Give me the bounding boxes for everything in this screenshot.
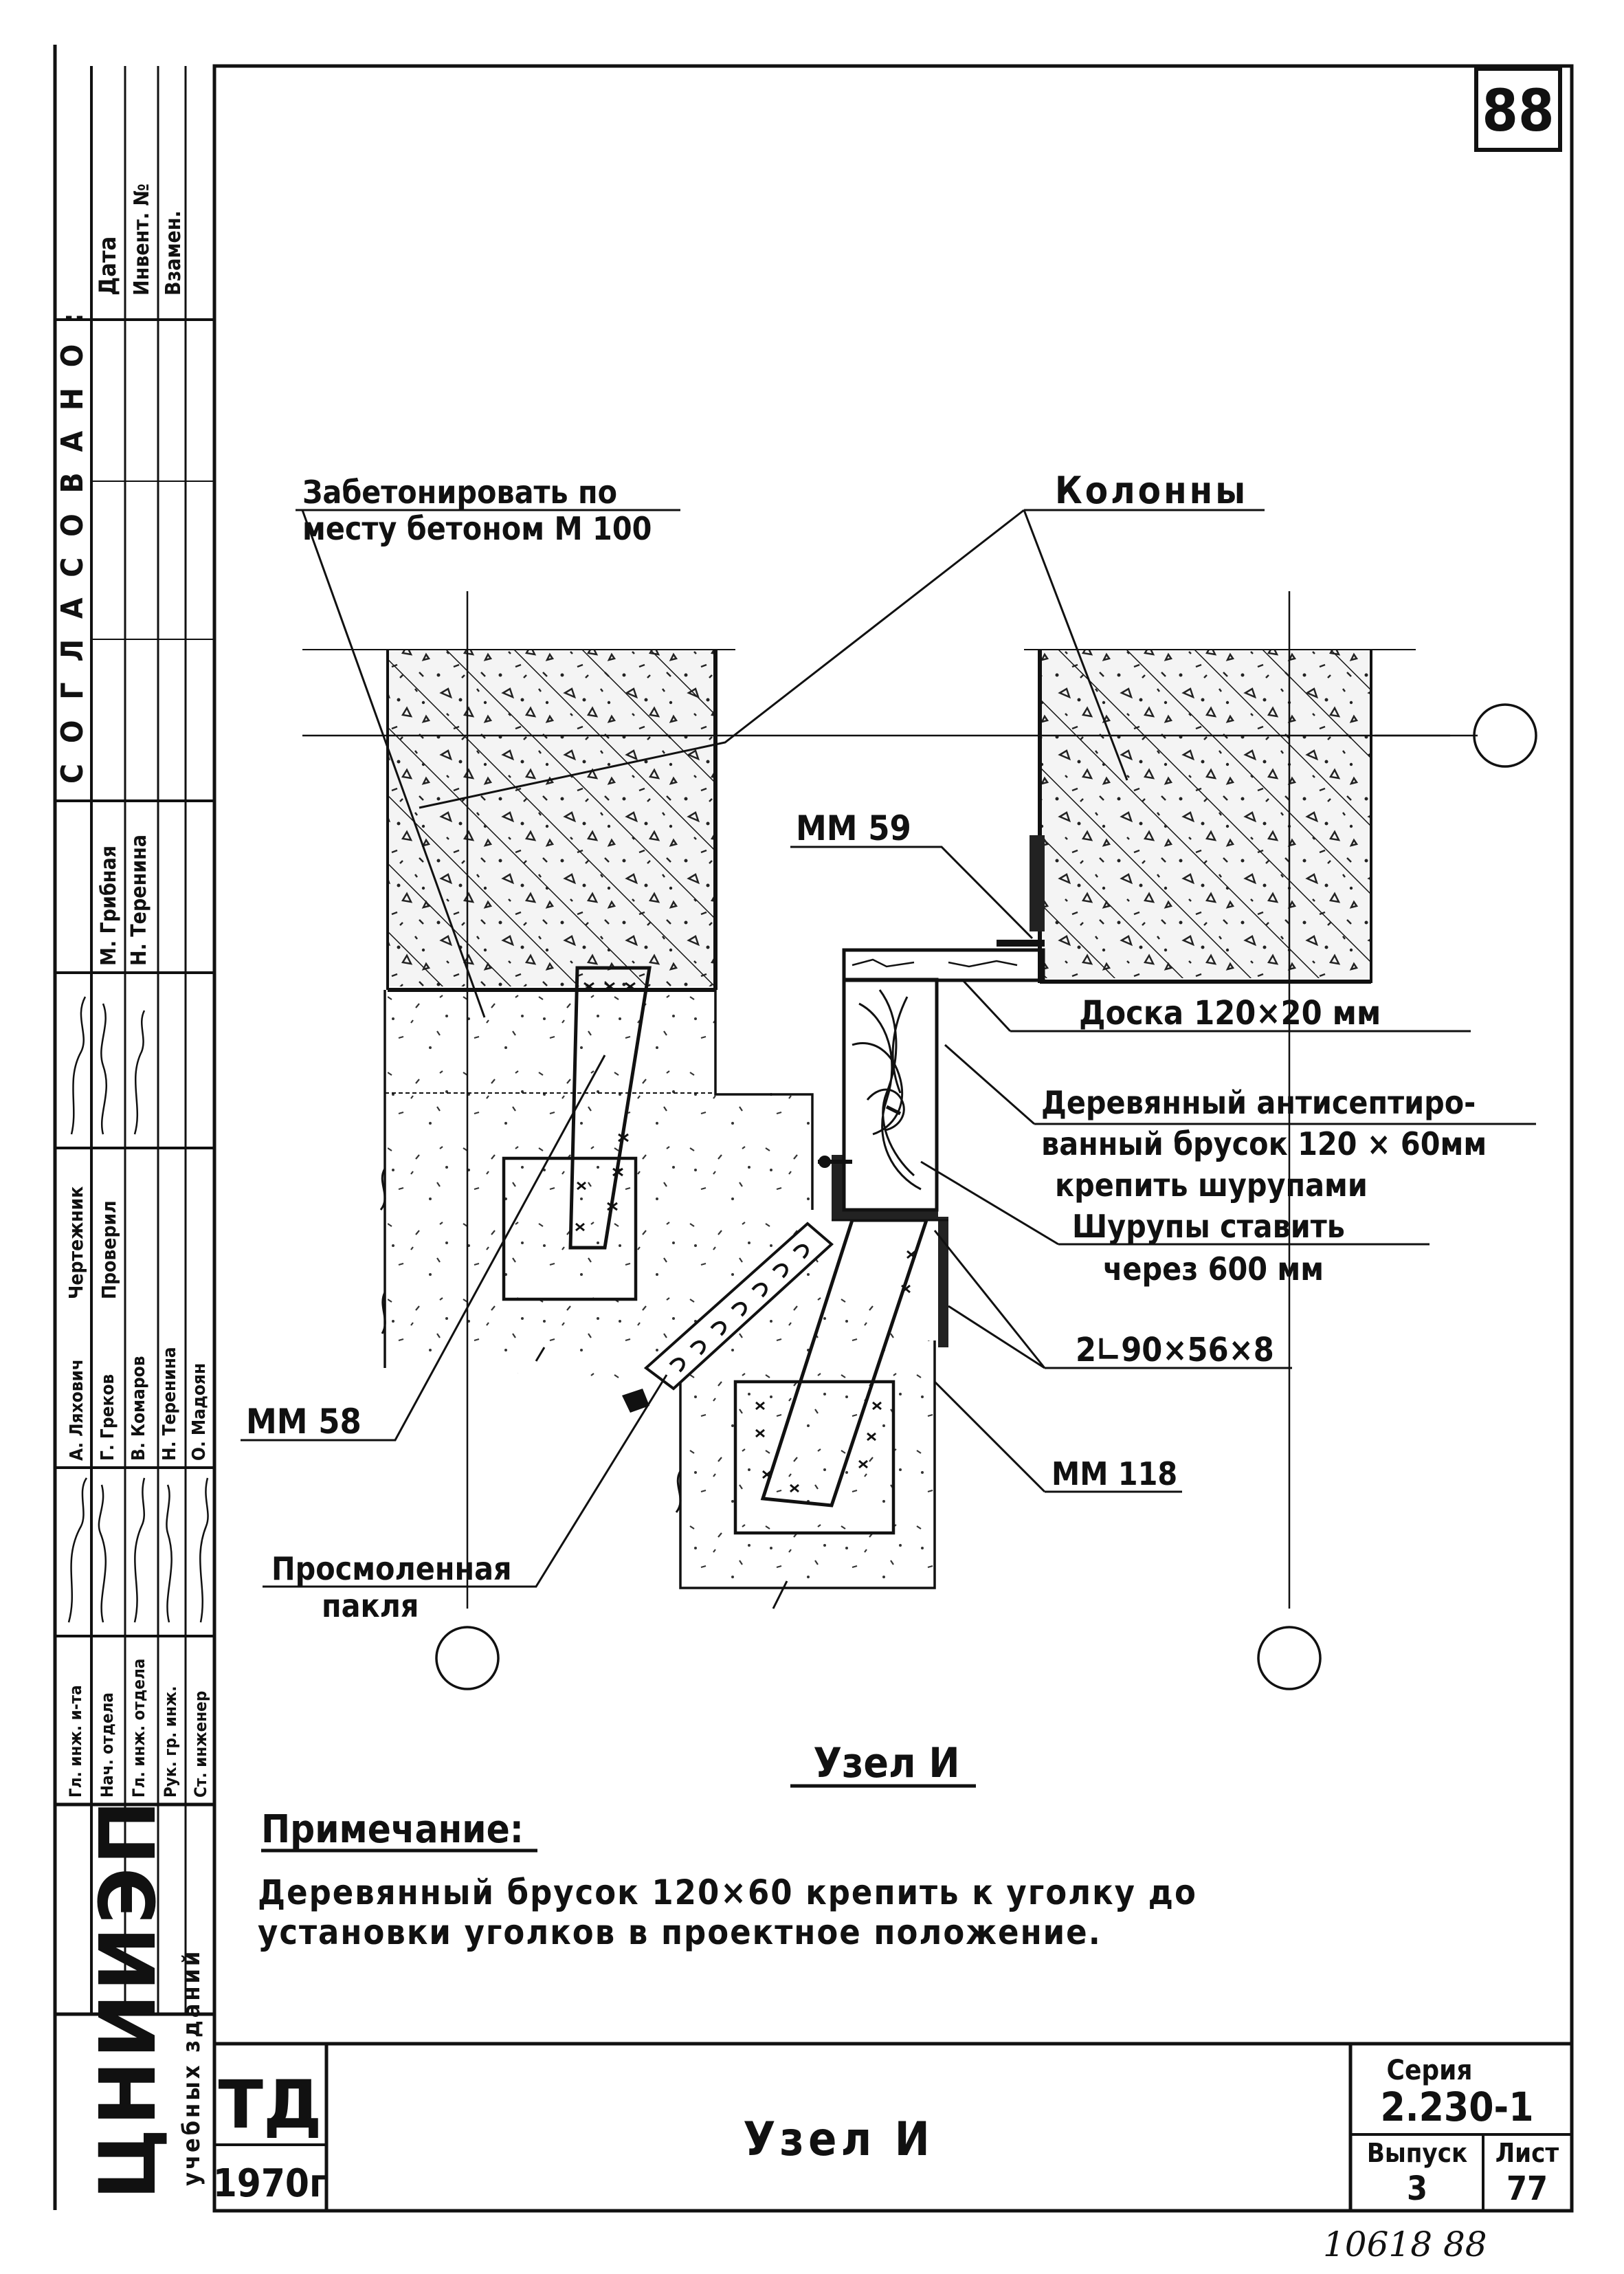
callouts: Забетонировать по месту бетоном М 100 Ко…: [246, 469, 1487, 1624]
note-line-1: Деревянный брусок 120×60 крепить к уголк…: [258, 1873, 1197, 1912]
axis-marker-right: [1473, 703, 1537, 768]
stamp-date: Дата: [94, 236, 122, 296]
stamp-agreed: С О Г Л А С О В А Н О :: [55, 307, 90, 784]
footer-handwritten-number: 10618 88: [1323, 2225, 1487, 2264]
leader-lines: [241, 509, 1536, 1588]
issue-number: 3: [1407, 2170, 1427, 2208]
label-tow-2: пакля: [322, 1587, 419, 1624]
sheet-border: [53, 45, 1574, 2213]
issue-label: Выпуск: [1367, 2138, 1467, 2168]
label-mm118: ММ 118: [1052, 1455, 1177, 1492]
sheet-of: 77: [1506, 2170, 1548, 2208]
column-right-top: [1038, 650, 1372, 984]
stamp-name-1: М. Грибная: [97, 846, 121, 966]
stamp-position-1: Гл. инж. и-та: [66, 1685, 85, 1798]
mm59-plate: [997, 835, 1045, 947]
stamp-position-3: Гл. инж. отдела: [129, 1659, 148, 1798]
stamp-person-5: О. Мадоян: [189, 1363, 210, 1461]
stamp-name-2: Н. Теренина: [127, 835, 151, 966]
stamp-signatures-mid: [70, 996, 146, 1135]
stamp-person-1: А. Ляхович: [67, 1359, 87, 1461]
side-stamp: Дата Инвент. № Взамен. С О Г Л А С О В А…: [55, 66, 214, 2200]
note: Примечание: Деревянный брусок 120×60 кре…: [258, 1807, 1197, 1952]
sheet-label: Лист: [1495, 2138, 1559, 2168]
label-tow-1: Просмоленная: [271, 1550, 512, 1587]
stamp-person-2: Г. Греков: [98, 1374, 118, 1461]
screws: [818, 1156, 852, 1168]
timber-bar: [842, 978, 939, 1212]
infill-concrete: [379, 990, 936, 1609]
label-mm59: ММ 59: [796, 808, 911, 848]
stamp-position-4: Рук. гр. инж.: [161, 1686, 180, 1798]
sheet-number-box: 88: [1474, 67, 1562, 152]
sheet-number: 88: [1482, 77, 1554, 144]
axis-marker-bottom-right: [1257, 1626, 1322, 1690]
stamp-signatures-lower: [67, 1477, 209, 1623]
stamp-person-4: Н. Теренина: [159, 1347, 180, 1461]
stamp-position-5: Ст. инженер: [191, 1691, 210, 1798]
sheet-title: Узел И: [743, 2112, 934, 2167]
label-board: Доска 120×20 мм: [1079, 994, 1381, 1033]
label-angle: 2∟90×56×8: [1076, 1331, 1274, 1369]
note-heading: Примечание:: [261, 1807, 524, 1852]
embedded-part-mm58: [502, 966, 652, 1301]
label-bar-3: крепить шурупами: [1055, 1167, 1368, 1204]
title-block: ТД 1970г Узел И Серия 2.230-1 Выпуск 3 Л…: [213, 2042, 1572, 2211]
label-concrete-1: Забетонировать по: [302, 474, 617, 511]
axis-marker-bottom-left: [435, 1626, 500, 1690]
series-label: Серия: [1387, 2055, 1473, 2086]
stamp-position-2: Нач. отдела: [98, 1692, 117, 1798]
td-mark: ТД: [219, 2066, 322, 2143]
column-left-top: [386, 650, 718, 992]
label-bar-1: Деревянный антисептиро-: [1041, 1084, 1476, 1121]
node-title-text: Узел И: [813, 1739, 959, 1787]
board-120x20: [842, 948, 1045, 982]
stamp-org-sub: учебных зданий: [178, 1949, 205, 2186]
label-concrete-2: месту бетоном М 100: [302, 510, 652, 547]
stamp-role-2: Проверил: [98, 1200, 120, 1299]
label-columns: Колонны: [1055, 469, 1248, 512]
year: 1970г: [213, 2161, 328, 2206]
label-screws-2: через 600 мм: [1103, 1250, 1324, 1288]
note-line-2: установки уголков в проектное положение.: [258, 1912, 1102, 1952]
node-title: Узел И: [790, 1739, 976, 1788]
axis-lines: [302, 591, 1537, 1690]
stamp-org: ЦНИИЭП: [84, 1798, 173, 2200]
label-mm58: ММ 58: [246, 1402, 361, 1442]
label-bar-2: ванный брусок 120 × 60мм: [1041, 1125, 1487, 1162]
label-screws-1: Шурупы ставить: [1072, 1208, 1345, 1245]
stamp-replaced: Взамен.: [162, 210, 186, 296]
series-number: 2.230-1: [1380, 2084, 1533, 2130]
stamp-role-1: Чертежник: [65, 1186, 87, 1299]
stamp-person-3: В. Комаров: [129, 1356, 149, 1461]
stamp-inventory: Инвент. №: [130, 184, 154, 296]
tarred-tow: [622, 1222, 834, 1413]
